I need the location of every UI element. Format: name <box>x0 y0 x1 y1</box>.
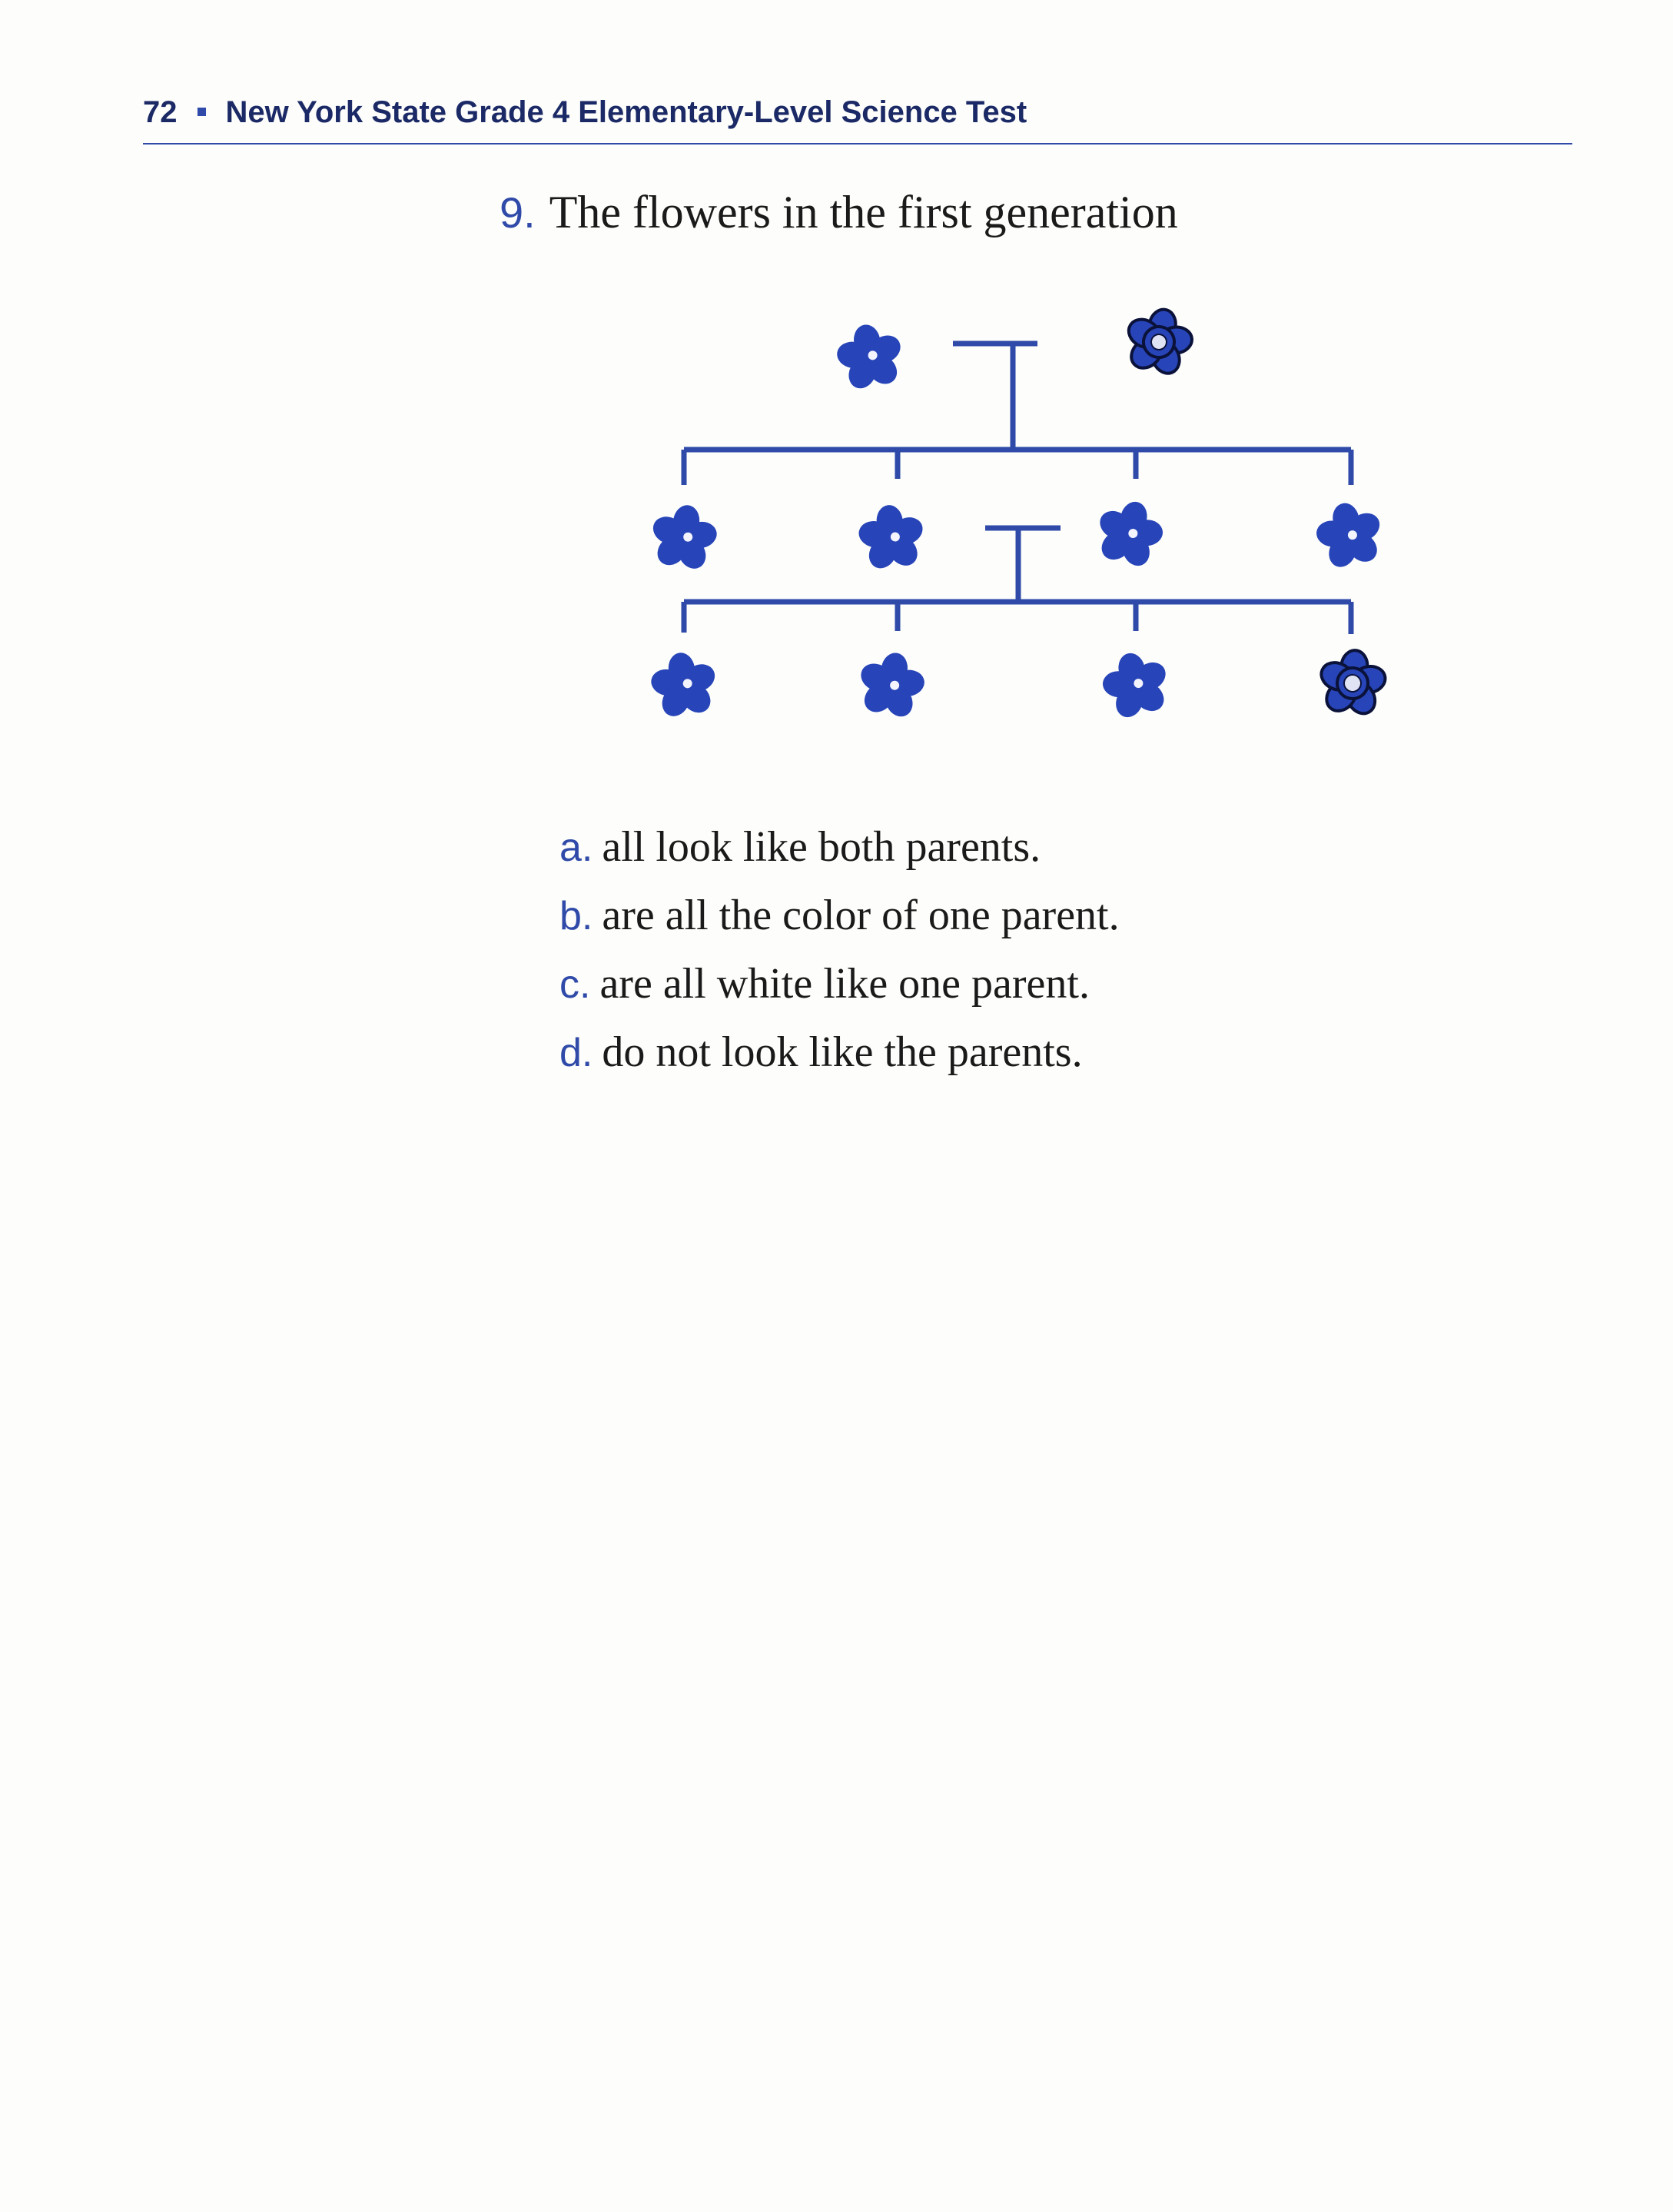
question-text: The flowers in the first generation <box>549 187 1178 237</box>
option-letter: a. <box>559 825 593 870</box>
answer-options: a.all look like both parents. b.are all … <box>559 813 1120 1087</box>
option-text: all look like both parents. <box>602 823 1041 871</box>
question-stem: 9. The flowers in the first generation <box>500 181 1178 244</box>
option-text: are all white like one parent. <box>599 960 1090 1008</box>
gen1-flower-2 <box>852 501 931 576</box>
option-b[interactable]: b.are all the color of one parent. <box>559 882 1120 950</box>
gen1-flower-4 <box>1307 496 1392 577</box>
page-header: 72 New York State Grade 4 Elementary-Leve… <box>143 89 1572 144</box>
gen1-flower-1 <box>643 500 724 577</box>
pedigree-figure <box>638 301 1422 734</box>
option-letter: d. <box>559 1031 593 1075</box>
gen2-flower-3 <box>1093 645 1179 728</box>
option-text: are all the color of one parent. <box>602 892 1120 939</box>
gen2-flower-2 <box>850 646 932 726</box>
option-d[interactable]: d.do not look like the parents. <box>559 1018 1120 1087</box>
option-a[interactable]: a.all look like both parents. <box>559 813 1120 882</box>
parent-flower-blue <box>829 318 911 398</box>
gen1-flower-3 <box>1087 493 1173 576</box>
question-number: 9. <box>500 188 536 237</box>
header-title: New York State Grade 4 Elementary-Level … <box>225 95 1027 129</box>
page-number: 72 <box>143 95 178 129</box>
option-letter: b. <box>559 894 593 938</box>
parent-flower-white-center <box>1115 301 1203 385</box>
option-text: do not look like the parents. <box>602 1028 1083 1076</box>
bullet-icon <box>197 107 206 116</box>
option-c[interactable]: c.are all white like one parent. <box>559 950 1120 1018</box>
pedigree-diagram <box>643 301 1393 728</box>
option-letter: c. <box>559 962 591 1007</box>
gen2-flower-white-center <box>1312 645 1393 723</box>
gen2-flower-1 <box>644 647 725 725</box>
